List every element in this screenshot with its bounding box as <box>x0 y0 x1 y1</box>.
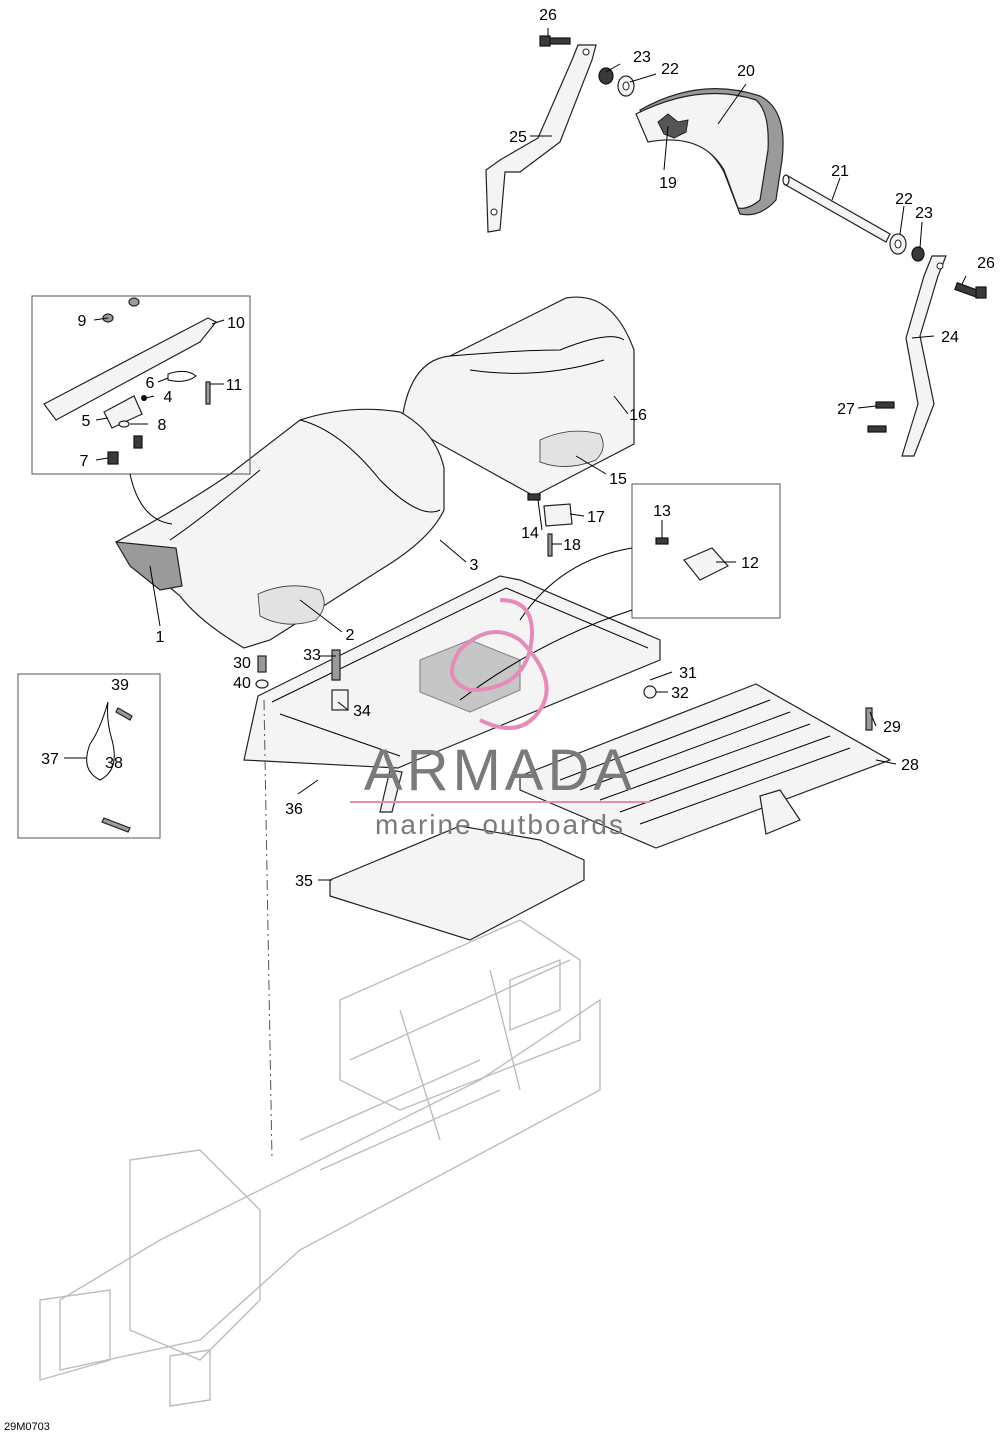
main-seat-3 <box>114 408 445 649</box>
bolt-7 <box>107 451 119 465</box>
bolt-26-top <box>539 35 571 47</box>
callout-6: 6 <box>146 375 155 392</box>
callout-18: 18 <box>563 537 581 554</box>
seat-latch-1 <box>114 541 183 591</box>
nut-23-top <box>598 67 614 85</box>
pad-35 <box>329 825 585 941</box>
screws-27 <box>867 401 895 433</box>
callout-16: 16 <box>629 407 647 424</box>
floor-mat-28 <box>519 683 892 849</box>
callout-2: 2 <box>346 627 355 644</box>
callout-23-top: 23 <box>633 49 651 66</box>
callout-26-top: 26 <box>539 7 557 24</box>
watermark-brand: ARMADA <box>364 738 636 803</box>
callout-37: 37 <box>41 751 59 768</box>
washer-8 <box>118 420 130 428</box>
callout-40: 40 <box>233 675 251 692</box>
callout-11: 11 <box>226 377 243 394</box>
screw-18 <box>547 533 553 557</box>
hatched-panel-15 <box>539 430 604 467</box>
callout-4: 4 <box>164 389 173 406</box>
vehicle-frame <box>39 919 601 1407</box>
callout-26-right: 26 <box>977 255 995 272</box>
nut-23-right <box>911 246 925 262</box>
bolt-30-washer-40 <box>255 655 269 689</box>
callout-13: 13 <box>653 503 671 520</box>
inset-cable-kit <box>17 673 161 839</box>
backrest-assembly <box>485 35 987 457</box>
callout-33: 33 <box>303 647 321 664</box>
nut-9 <box>128 297 140 307</box>
callout-39: 39 <box>111 677 129 694</box>
bracket-34 <box>331 689 349 711</box>
screw-11 <box>205 381 211 405</box>
callout-36: 36 <box>285 801 303 818</box>
callout-29: 29 <box>883 719 901 736</box>
callout-22-top: 22 <box>661 61 679 78</box>
callout-27: 27 <box>837 401 855 418</box>
latch-rail-10 <box>43 317 217 421</box>
callout-35: 35 <box>295 873 313 890</box>
callout-3: 3 <box>470 557 479 574</box>
leader-lines <box>64 28 967 881</box>
callout-20: 20 <box>737 63 755 80</box>
callout-7: 7 <box>80 453 89 470</box>
hinge-17 <box>543 503 573 527</box>
spring-6 <box>167 370 197 382</box>
callout-10: 10 <box>227 315 245 332</box>
pin-4 <box>141 395 147 401</box>
callout-31: 31 <box>679 665 697 682</box>
rear-seat-16 <box>401 296 635 557</box>
callout-8: 8 <box>158 417 167 434</box>
latch-plate-5 <box>103 395 143 429</box>
bracket-24 <box>901 255 947 457</box>
callout-14: 14 <box>521 525 539 542</box>
callout-21: 21 <box>831 163 849 180</box>
rivet-29 <box>865 707 873 731</box>
hinge-12 <box>683 547 729 581</box>
hatched-panel-2 <box>257 585 325 625</box>
callout-25: 25 <box>509 129 527 146</box>
callout-24: 24 <box>941 329 959 346</box>
alignment-line <box>263 699 273 1161</box>
callout-15: 15 <box>609 471 627 488</box>
bracket-25 <box>485 44 597 233</box>
bolt-26-right <box>954 282 987 299</box>
inset-latch-kit <box>31 295 251 475</box>
callout-5: 5 <box>82 413 91 430</box>
callout-9: 9 <box>78 313 87 330</box>
callout-23-right: 23 <box>915 205 933 222</box>
watermark-tagline: marine outboards <box>375 809 625 840</box>
screw-13 <box>655 537 669 545</box>
screw-38 <box>101 817 131 833</box>
callout-34: 34 <box>353 703 371 720</box>
callout-17: 17 <box>587 509 605 526</box>
watermark: ARMADA marine outboards <box>350 598 650 840</box>
watermark-logo-icon <box>450 598 549 730</box>
reference-code: 29M0703 <box>4 1421 50 1433</box>
emblem-19 <box>657 113 689 139</box>
bolt-33 <box>331 649 341 681</box>
screw-39 <box>115 707 133 721</box>
callout-28: 28 <box>901 757 919 774</box>
callout-32: 32 <box>671 685 689 702</box>
cable-37 <box>86 701 115 781</box>
plug-32 <box>643 685 657 699</box>
callout-1: 1 <box>156 629 165 646</box>
callout-30: 30 <box>233 655 251 672</box>
callout-labels: 26 25 23 22 20 19 21 22 23 26 24 27 9 10… <box>41 7 995 890</box>
callout-22-right: 22 <box>895 191 913 208</box>
callout-38: 38 <box>105 755 123 772</box>
callout-12: 12 <box>741 555 759 572</box>
callout-19: 19 <box>659 175 677 192</box>
